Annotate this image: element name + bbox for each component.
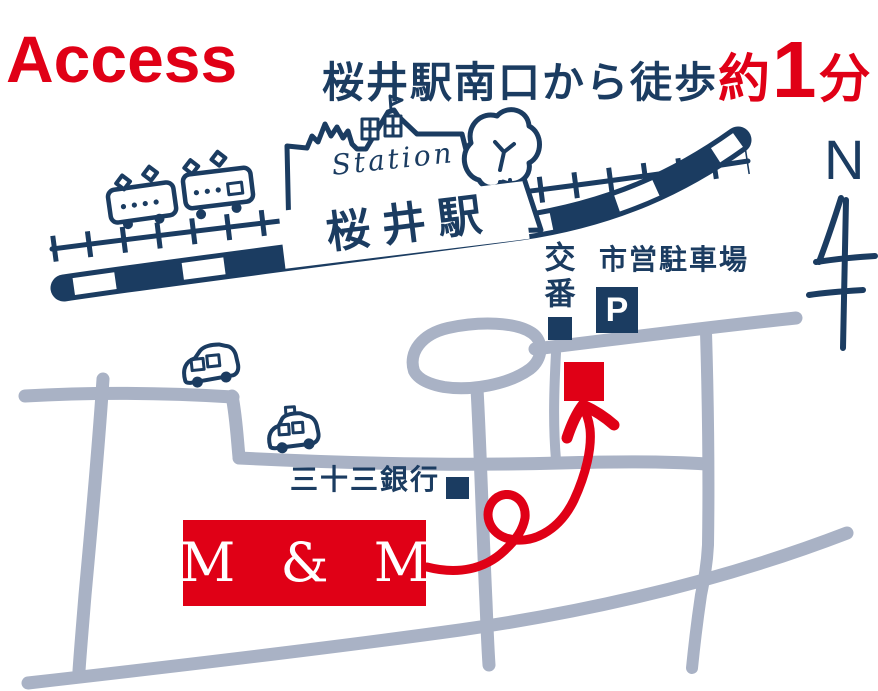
road-main-horizontal: [232, 451, 713, 471]
road-bottom-diagonal: [21, 526, 854, 690]
train-icon-2: [180, 149, 256, 220]
railway-band-dashes: [62, 133, 743, 297]
police-box-marker: [548, 317, 572, 340]
road-upper-left: [18, 386, 240, 404]
station-flag-icon: [388, 94, 404, 112]
compass-arrow-icon: [806, 195, 878, 351]
shop-name-box: M & M: [180, 520, 429, 606]
route-approx: 約: [718, 51, 771, 109]
road-left-jog: [225, 389, 246, 464]
road-station-east: [528, 311, 803, 356]
road-vertical-b: [686, 326, 715, 674]
bank-label: 三十三銀行: [290, 464, 441, 495]
road-left-vertical: [72, 372, 110, 678]
train-icon: [105, 164, 179, 230]
route-arrow: [422, 399, 620, 575]
parking-p-badge: P: [596, 287, 638, 333]
road-network: [18, 311, 854, 690]
route-arrow-head: [561, 399, 620, 444]
route-text: 桜井駅南口から徒歩: [322, 59, 719, 106]
road-station-rotary: [406, 317, 547, 395]
parking-label: 市営駐車場: [599, 244, 750, 275]
page-title: Access: [6, 22, 238, 96]
route-arrow-shaft: [422, 401, 595, 575]
police-box-label: 交番: [539, 241, 575, 313]
compass-north-label: N: [824, 128, 865, 191]
road-vertical-a: [549, 348, 561, 465]
police-car-icon: [267, 405, 321, 454]
destination-marker: [564, 362, 604, 401]
car-icon: [182, 342, 241, 388]
bank-marker: [446, 477, 469, 499]
station-window-icon: [360, 114, 403, 141]
route-minutes: 1: [772, 25, 817, 114]
route-unit: 分: [818, 51, 871, 109]
